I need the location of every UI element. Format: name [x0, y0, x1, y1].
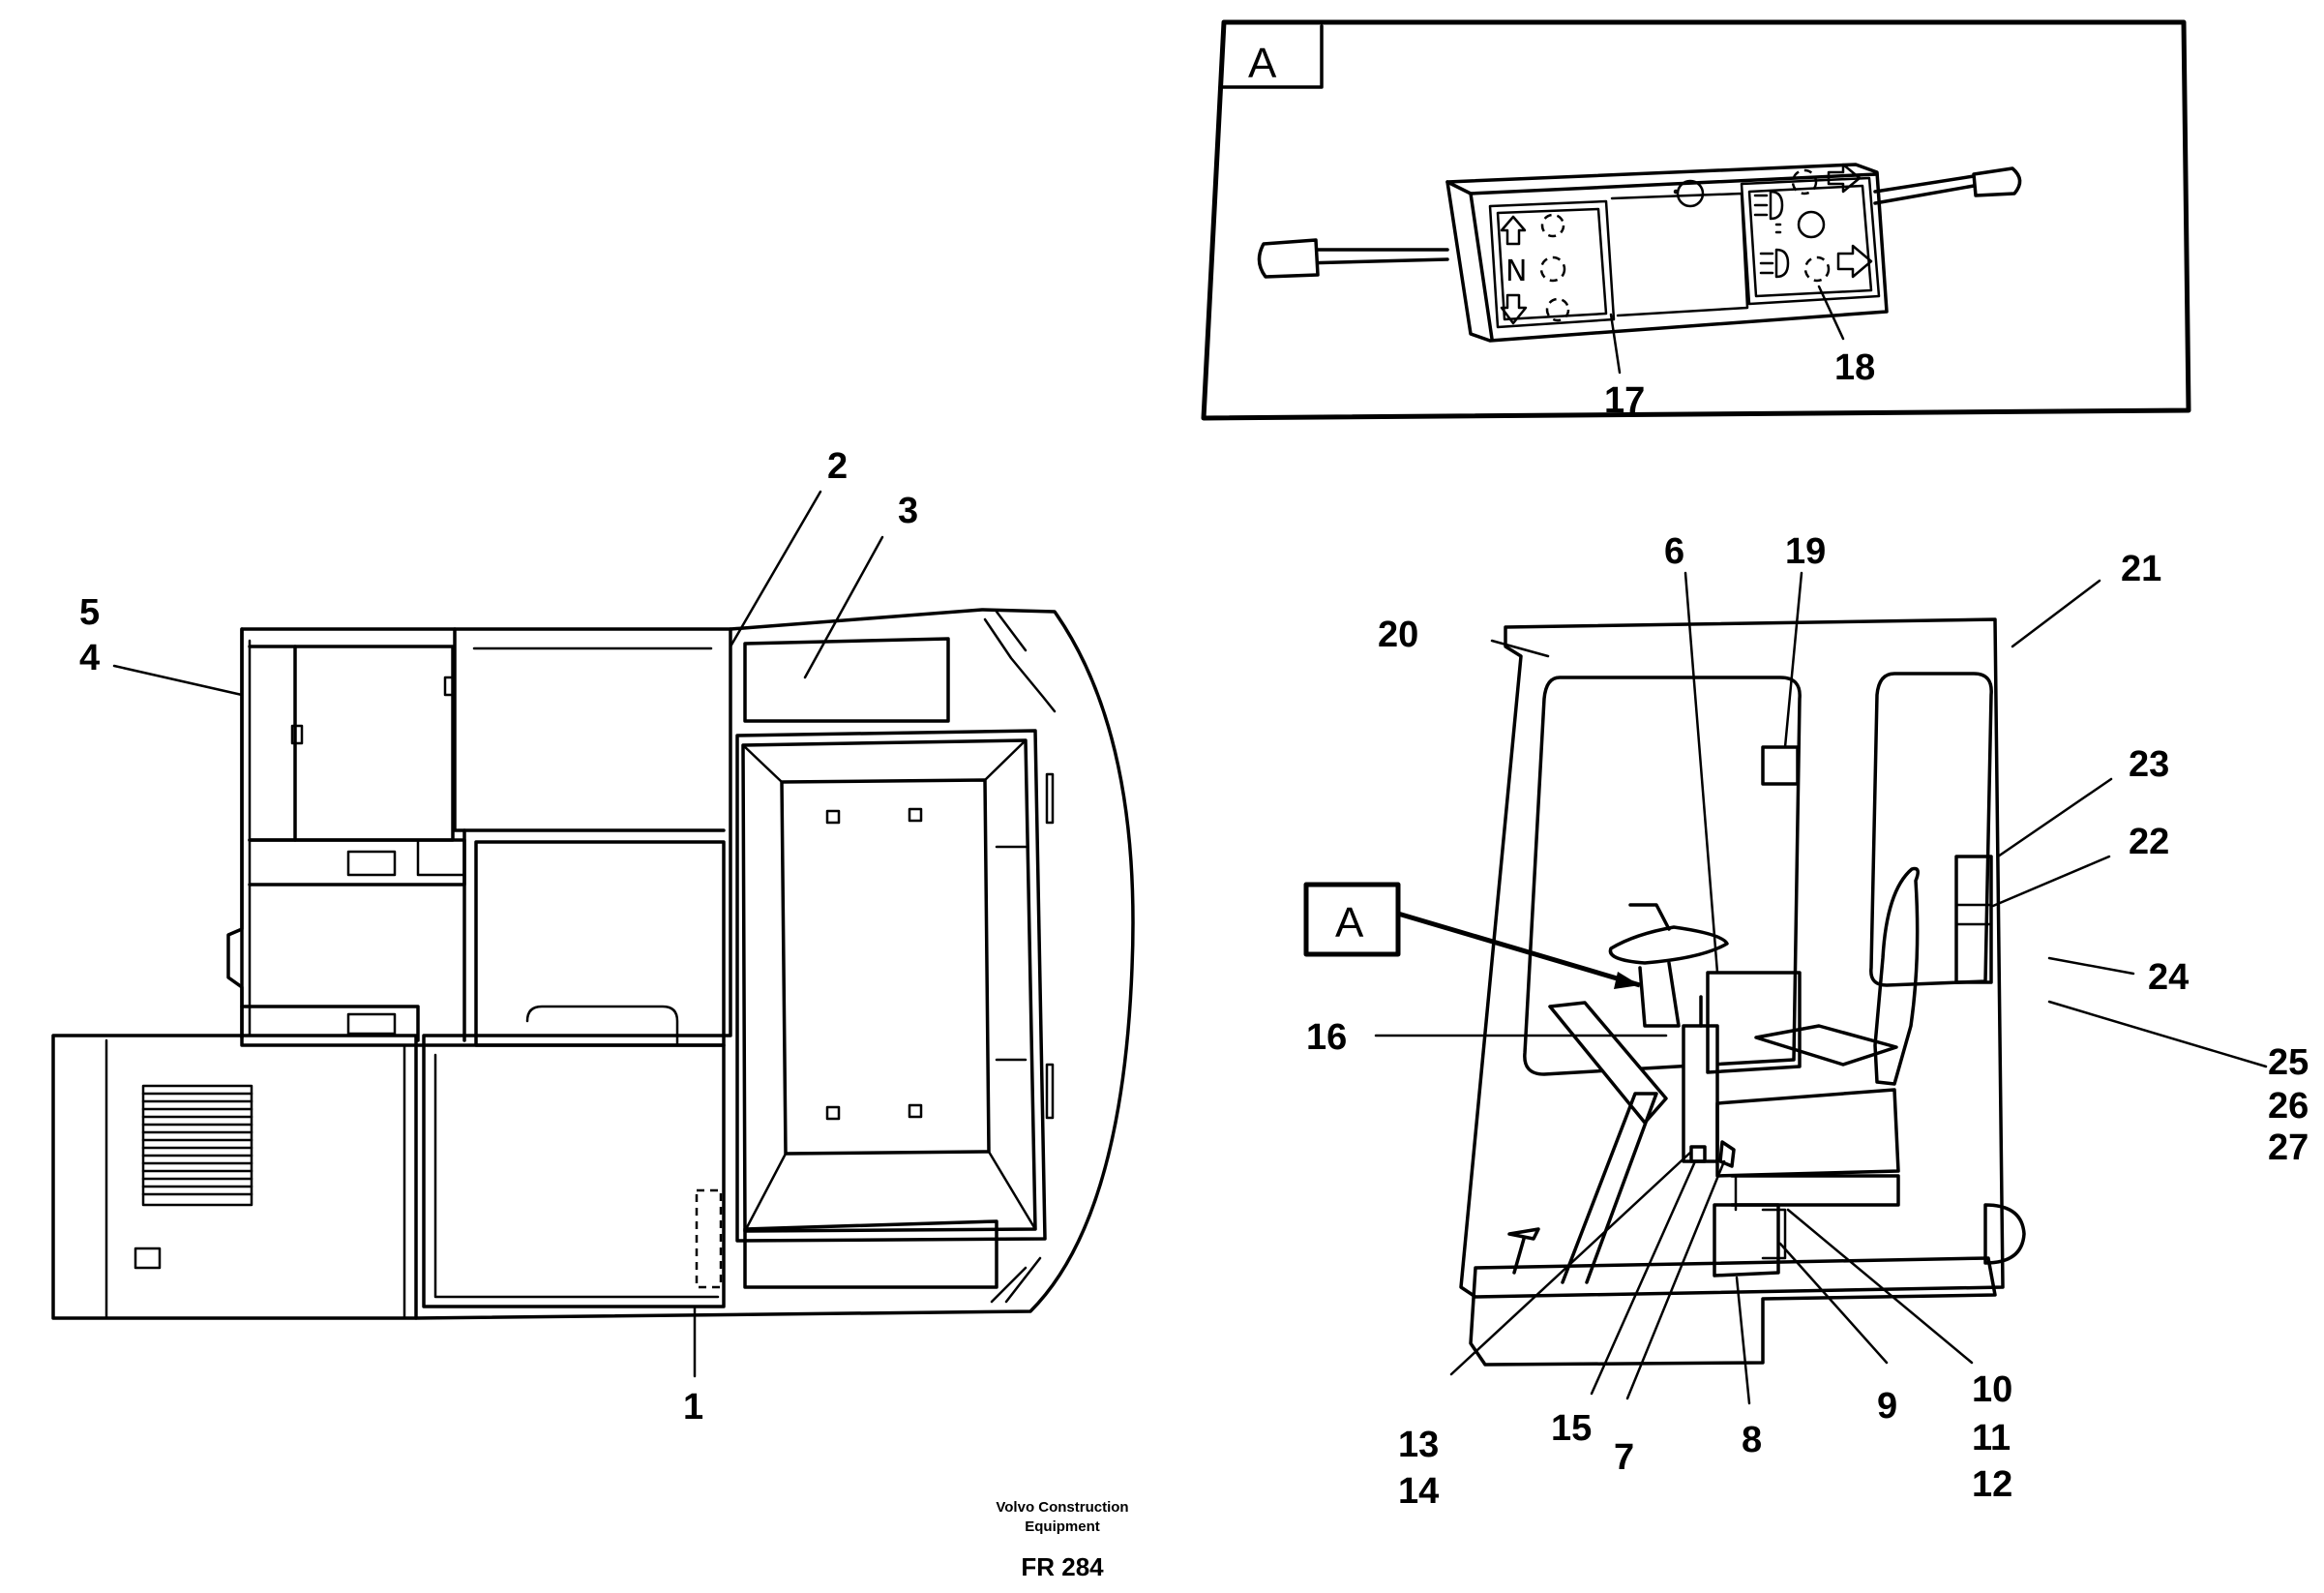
cab-front-view: A 6 19 20 21 23 22 24 25 26 27 16 13 14 …	[1303, 531, 2309, 1512]
callout-17: 17	[1604, 380, 1645, 421]
callout-5: 5	[79, 592, 100, 633]
callout-23: 23	[2129, 744, 2169, 785]
callout-2: 2	[827, 446, 848, 487]
reference-box-label: A	[1335, 899, 1364, 947]
callout-7: 7	[1614, 1437, 1634, 1478]
callout-10: 10	[1972, 1369, 2012, 1410]
vent-grille	[141, 1084, 253, 1207]
callout-20: 20	[1378, 615, 1418, 655]
callout-24: 24	[2148, 957, 2189, 998]
callout-19: 19	[1785, 531, 1826, 572]
callout-6: 6	[1664, 531, 1684, 572]
callout-12: 12	[1972, 1464, 2012, 1505]
combination-switch: N	[1257, 163, 2022, 343]
callout-9: 9	[1877, 1386, 1897, 1427]
headlight-icon	[1759, 248, 1790, 279]
arrow-up-icon	[1500, 215, 1527, 246]
callout-22: 22	[2129, 822, 2169, 862]
callout-8: 8	[1742, 1420, 1762, 1460]
arrow-right-icon	[1827, 163, 1862, 194]
callout-27: 27	[2268, 1127, 2309, 1168]
callout-25: 25	[2268, 1042, 2309, 1083]
indicator-lamp-icon	[1676, 179, 1705, 208]
neutral-label: N	[1505, 255, 1527, 288]
figure-code: FR 284	[1021, 1552, 1104, 1581]
callout-26: 26	[2268, 1086, 2309, 1127]
cab-top-view: 2 3 5 4 1	[51, 446, 1135, 1428]
detail-a-panel: A N	[1201, 19, 2191, 421]
detail-a-label: A	[1248, 40, 1277, 87]
callout-4: 4	[79, 638, 100, 678]
arrow-down-icon	[1500, 293, 1528, 325]
callout-11: 11	[1972, 1418, 2011, 1458]
callout-14: 14	[1398, 1471, 1439, 1512]
company-name-line1: Volvo Construction	[996, 1499, 1128, 1516]
arrow-right-icon	[1836, 244, 1873, 279]
callout-18: 18	[1834, 347, 1875, 388]
headlight-icon	[1753, 190, 1784, 221]
callout-21: 21	[2121, 549, 2161, 589]
callout-15: 15	[1551, 1408, 1592, 1449]
callout-1: 1	[683, 1387, 703, 1428]
figure-footer: Volvo Construction Equipment FR 284	[996, 1499, 1128, 1581]
callout-3: 3	[898, 491, 918, 531]
company-name-line2: Equipment	[1025, 1518, 1100, 1535]
callout-16: 16	[1306, 1017, 1347, 1058]
callout-13: 13	[1398, 1425, 1439, 1465]
